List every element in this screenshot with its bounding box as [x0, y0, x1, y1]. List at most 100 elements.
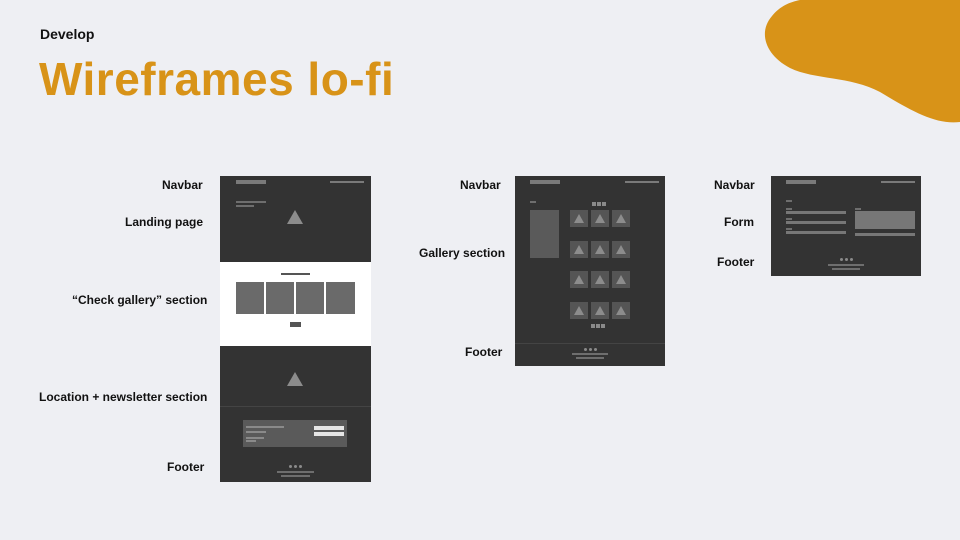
- wf2-tile: [612, 241, 630, 258]
- wf1-label-location: Location + newsletter section: [39, 390, 208, 404]
- wf1-gallery-card-4: [326, 282, 355, 314]
- wf2-label-footer: Footer: [465, 345, 503, 359]
- wf1-newsletter-input: [314, 426, 344, 430]
- image-icon: [616, 214, 626, 223]
- wf2-label-navbar: Navbar: [460, 178, 501, 192]
- wf2-footer-line-2: [576, 357, 604, 359]
- wf2-footer-icon-1: [584, 348, 587, 351]
- wf2-tile: [570, 302, 588, 319]
- image-icon: [616, 275, 626, 284]
- wf1-footer-icon-3: [299, 465, 302, 468]
- image-icon: [595, 214, 605, 223]
- decorative-blob: [764, 0, 960, 123]
- wf1-newsletter-line-1: [246, 426, 284, 428]
- wf2-tile: [612, 302, 630, 319]
- image-icon: [574, 214, 584, 223]
- wf2-tile: [612, 271, 630, 288]
- image-icon: [616, 245, 626, 254]
- wf1-gallery-button: [290, 322, 301, 327]
- wireframe-form: [771, 176, 921, 276]
- wf2-logo-placeholder: [530, 180, 560, 184]
- image-icon: [616, 306, 626, 315]
- wf1-hero-text: [236, 201, 266, 203]
- wf2-pagination-2: [596, 324, 600, 328]
- wf2-nav-links: [625, 181, 659, 183]
- wf1-footer-line-1: [277, 471, 314, 473]
- wf2-gallery-grid: [570, 210, 632, 322]
- wf2-tile: [570, 210, 588, 227]
- image-icon: [574, 245, 584, 254]
- wf1-footer-line-2: [281, 475, 310, 477]
- wf2-pagination-1: [591, 324, 595, 328]
- wf3-label-footer: Footer: [717, 255, 755, 269]
- wireframe-landing: [220, 176, 371, 482]
- wf1-newsletter-button: [314, 432, 344, 436]
- wf2-tile: [591, 271, 609, 288]
- wf3-footer-icon-2: [845, 258, 848, 261]
- wf2-filter-3: [602, 202, 606, 206]
- wf1-hero-image-icon: [287, 210, 303, 224]
- image-icon: [595, 245, 605, 254]
- wf3-field-label-1: [786, 208, 792, 210]
- wf2-tile: [570, 271, 588, 288]
- wf2-tile: [612, 210, 630, 227]
- wf3-label-navbar: Navbar: [714, 178, 755, 192]
- wf1-gallery-title: [281, 273, 310, 275]
- wf3-field-2: [786, 221, 846, 224]
- image-icon: [574, 306, 584, 315]
- wf1-footer-icon-2: [294, 465, 297, 468]
- wf3-field-label-2: [786, 218, 792, 220]
- image-icon: [574, 275, 584, 284]
- wf1-newsletter-line-3: [246, 437, 264, 439]
- wf2-footer-icon-3: [594, 348, 597, 351]
- image-icon: [595, 275, 605, 284]
- wf1-section-divider: [220, 406, 371, 407]
- wf2-tile: [591, 210, 609, 227]
- wf1-nav-links: [330, 181, 364, 183]
- wf1-gallery-card-3: [296, 282, 324, 314]
- wf1-gallery-card-1: [236, 282, 264, 314]
- wf3-footer-icon-3: [850, 258, 853, 261]
- wf1-label-landing: Landing page: [125, 215, 203, 229]
- wf1-newsletter-line-2: [246, 431, 266, 433]
- wf1-label-footer: Footer: [167, 460, 205, 474]
- wf3-textarea-label: [855, 208, 861, 210]
- wf2-tile: [591, 302, 609, 319]
- wf2-sidebar: [530, 210, 559, 258]
- wf2-tile: [591, 241, 609, 258]
- wf1-location-image-icon: [287, 372, 303, 386]
- wf1-hero-subtext: [236, 205, 254, 207]
- wf3-label-form: Form: [724, 215, 754, 229]
- wf3-footer-line-1: [828, 264, 864, 266]
- wf2-filter-2: [597, 202, 601, 206]
- section-eyebrow: Develop: [40, 26, 95, 42]
- wf3-nav-links: [881, 181, 915, 183]
- wf1-gallery-section: [220, 262, 371, 346]
- page-title: Wireframes lo-fi: [39, 53, 395, 105]
- wf2-footer-icon-2: [589, 348, 592, 351]
- wf2-filter-1: [592, 202, 596, 206]
- wf2-footer-divider: [515, 343, 665, 344]
- wireframe-gallery: [515, 176, 665, 366]
- wf1-newsletter-line-4: [246, 440, 256, 442]
- wf3-footer-icon-1: [840, 258, 843, 261]
- image-icon: [595, 306, 605, 315]
- wf3-logo-placeholder: [786, 180, 816, 184]
- wf3-field-label-3: [786, 228, 792, 230]
- wf3-footer-line-2: [832, 268, 860, 270]
- wf1-gallery-card-2: [266, 282, 294, 314]
- wf2-label-gallery: Gallery section: [419, 246, 506, 260]
- wf3-field-1: [786, 211, 846, 214]
- wf2-footer-line-1: [572, 353, 608, 355]
- wf1-footer-icon-1: [289, 465, 292, 468]
- wf1-label-navbar: Navbar: [162, 178, 203, 192]
- wf3-form-title: [786, 200, 792, 202]
- wf2-sidebar-title: [530, 201, 536, 203]
- wf2-tile: [570, 241, 588, 258]
- wf2-pagination-3: [601, 324, 605, 328]
- wf3-textarea: [855, 211, 915, 229]
- wf1-logo-placeholder: [236, 180, 266, 184]
- wf3-submit-button: [855, 233, 915, 236]
- wf3-field-3: [786, 231, 846, 234]
- wf1-label-gallery: “Check gallery” section: [72, 293, 208, 307]
